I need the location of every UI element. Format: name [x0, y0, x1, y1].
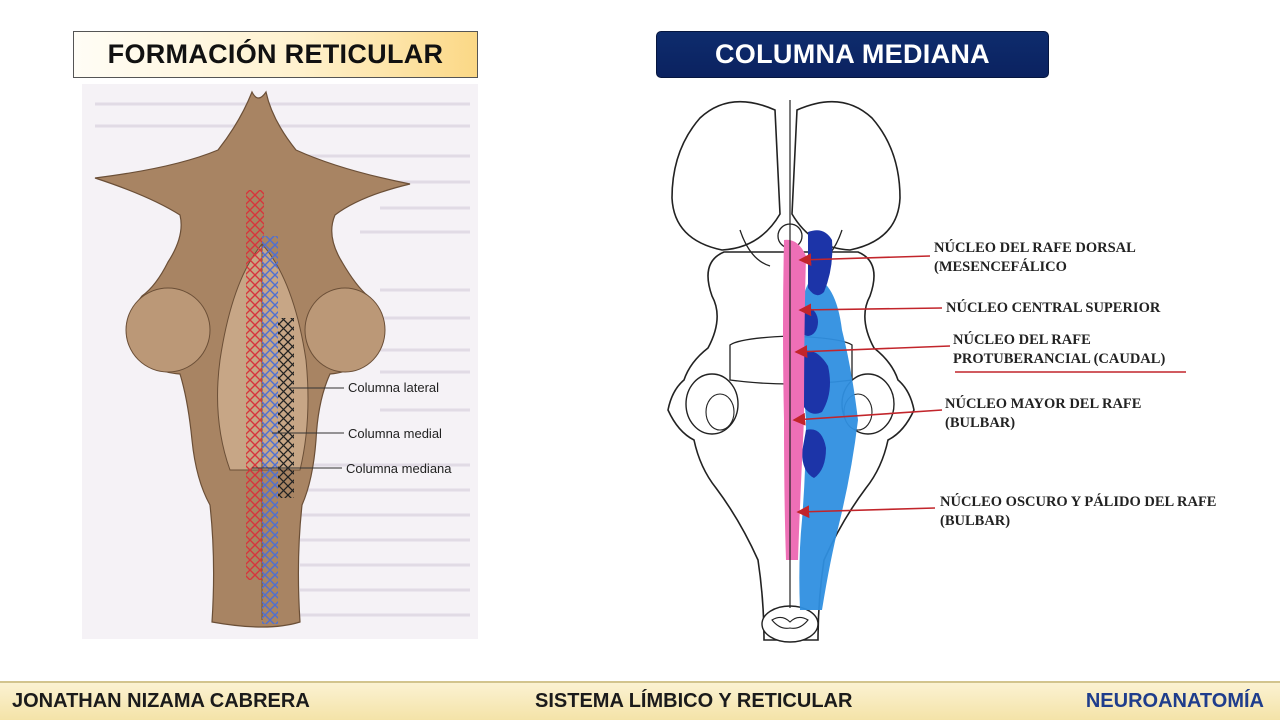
label-rafe-dorsal-line2: (MESENCEFÁLICO	[934, 258, 1067, 275]
footer-topic: SISTEMA LÍMBICO Y RETICULAR	[535, 690, 853, 712]
dark-blue-nuclei	[808, 230, 833, 296]
label-mayor-rafe-line2: (BULBAR)	[945, 415, 1015, 431]
columna-lateral-band	[278, 318, 294, 498]
label-central-superior: NÚCLEO CENTRAL SUPERIOR	[946, 299, 1161, 316]
slide-figures: Columna lateral Columna medial Columna m…	[82, 84, 1216, 643]
label-rafe-dorsal-line1: NÚCLEO DEL RAFE DORSAL	[934, 239, 1136, 256]
label-rafe-protuberancial-line2: PROTUBERANCIAL (CAUDAL)	[953, 351, 1165, 367]
label-columna-medial: Columna medial	[348, 426, 442, 441]
label-mayor-rafe-line1: NÚCLEO MAYOR DEL RAFE	[945, 395, 1141, 412]
footer-author: JONATHAN NIZAMA CABRERA	[12, 690, 310, 712]
label-oscuro-palido-line2: (BULBAR)	[940, 513, 1010, 529]
left-figure-title: FORMACIÓN RETICULAR	[73, 31, 478, 78]
slide-footer: JONATHAN NIZAMA CABRERA SISTEMA LÍMBICO …	[0, 681, 1280, 720]
label-columna-mediana: Columna mediana	[346, 461, 452, 476]
left-brainstem-figure: Columna lateral Columna medial Columna m…	[82, 84, 478, 639]
rafe-pink-column	[783, 239, 806, 561]
label-columna-lateral: Columna lateral	[348, 380, 439, 395]
columna-mediana-band	[246, 190, 264, 580]
label-rafe-protuberancial-line1: NÚCLEO DEL RAFE	[953, 331, 1091, 348]
label-oscuro-palido-line1: NÚCLEO OSCURO Y PÁLIDO DEL RAFE	[940, 493, 1216, 510]
columna-medial-band	[262, 236, 278, 624]
right-figure-title: COLUMNA MEDIANA	[656, 31, 1049, 78]
right-brainstem-diagram: NÚCLEO DEL RAFE DORSAL (MESENCEFÁLICO NÚ…	[667, 100, 1216, 643]
footer-course: NEUROANATOMÍA	[1085, 690, 1264, 712]
